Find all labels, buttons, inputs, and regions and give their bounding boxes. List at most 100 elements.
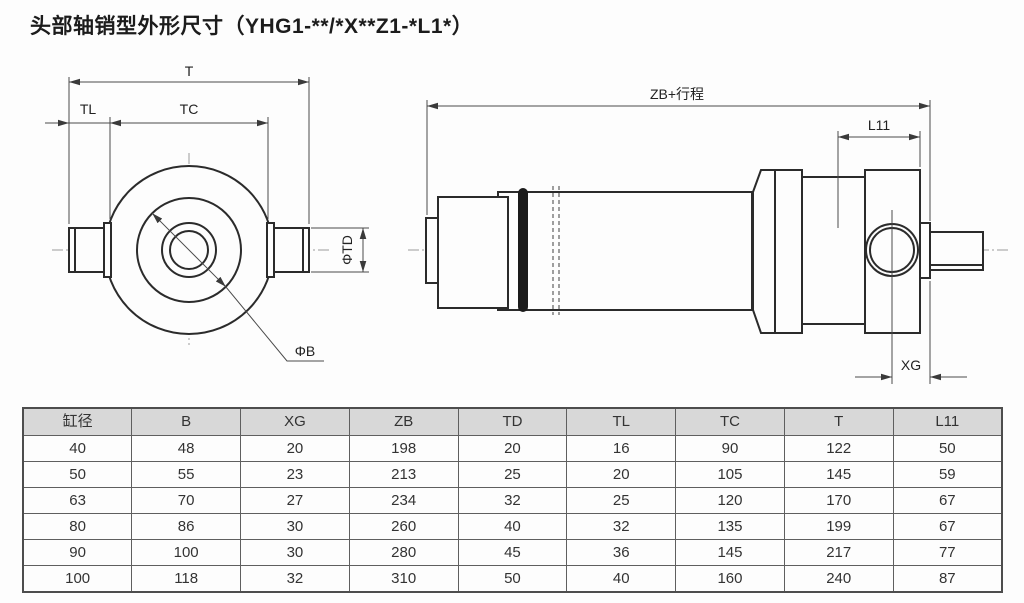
table-cell: 16 (566, 435, 677, 462)
table-cell: 27 (240, 487, 350, 514)
col-header-tc: TC (675, 407, 785, 436)
table-cell: 50 (892, 435, 1003, 462)
table-cell: 20 (566, 461, 677, 488)
table-cell: 118 (131, 565, 242, 593)
pin-hole (865, 210, 919, 384)
table-cell: 120 (675, 487, 785, 514)
dim-label-phi-b: ΦB (295, 343, 316, 359)
table-cell: 32 (457, 487, 568, 514)
table-cell: 198 (348, 435, 459, 462)
col-header-xg: XG (240, 407, 350, 436)
table-cell: 105 (675, 461, 785, 488)
table-cell: 90 (22, 539, 133, 566)
dimension-drawings: T TL TC ΦTD ΦB (45, 63, 1008, 384)
dim-phi-td: ΦTD (339, 228, 367, 272)
table-cell: 45 (457, 539, 568, 566)
table-cell: 145 (783, 461, 894, 488)
table-cell: 234 (348, 487, 459, 514)
front-view-drawing: T TL TC ΦTD ΦB (45, 63, 369, 362)
table-cell: 32 (566, 513, 677, 540)
table-cell: 122 (783, 435, 894, 462)
table-cell: 70 (131, 487, 242, 514)
col-header-b: B (131, 407, 242, 436)
table-row: 90 100 30 280 45 36 145 217 77 (22, 539, 1003, 566)
table-cell: 87 (892, 565, 1003, 593)
table-cell: 135 (675, 513, 785, 540)
dim-label-tc: TC (180, 101, 199, 117)
page-title: 头部轴销型外形尺寸（YHG1-**/*X**Z1-*L1*） (30, 15, 474, 38)
table-cell: 40 (457, 513, 568, 540)
right-pin (266, 222, 310, 278)
table-cell: 32 (240, 565, 350, 593)
table-cell: 25 (457, 461, 568, 488)
table-cell: 50 (457, 565, 568, 593)
dim-label-xg: XG (901, 357, 921, 373)
table-row: 100 118 32 310 50 40 160 240 87 (22, 565, 1003, 593)
table-cell: 40 (22, 435, 133, 462)
col-header-t: T (783, 407, 894, 436)
dim-zb-stroke: ZB+行程 (427, 86, 930, 110)
table-cell: 90 (675, 435, 785, 462)
dim-xg: XG (855, 357, 967, 381)
col-header-tl: TL (566, 407, 677, 436)
extension-lines-side (426, 100, 931, 384)
left-pin (68, 222, 112, 278)
table-row: 50 55 23 213 25 20 105 145 59 (22, 461, 1003, 488)
table-cell: 199 (783, 513, 894, 540)
dim-label-tl: TL (80, 101, 97, 117)
table-cell: 36 (566, 539, 677, 566)
dim-label-t: T (185, 63, 194, 79)
table-cell: 280 (348, 539, 459, 566)
rod-end-cap (425, 217, 439, 284)
table-cell: 160 (675, 565, 785, 593)
table-cell: 100 (22, 565, 133, 593)
table-cell: 20 (240, 435, 350, 462)
table-cell: 30 (240, 513, 350, 540)
table-row: 40 48 20 198 20 16 90 122 50 (22, 435, 1003, 462)
table-cell: 25 (566, 487, 677, 514)
side-view-drawing: ZB+行程 L11 XG (408, 86, 1008, 384)
table-cell: 55 (131, 461, 242, 488)
table-cell: 50 (22, 461, 133, 488)
extension-lines-front (68, 77, 369, 273)
head-collar (752, 169, 803, 334)
col-header-td: TD (457, 407, 568, 436)
cylinder-tube (497, 191, 753, 311)
table-cell: 23 (240, 461, 350, 488)
table-cell: 67 (892, 487, 1003, 514)
dim-phi-b: ΦB (151, 212, 324, 362)
table-cell: 67 (892, 513, 1003, 540)
table-cell: 240 (783, 565, 894, 593)
table-cell: 145 (675, 539, 785, 566)
weld-dashed-lines (552, 186, 560, 315)
table-cell: 48 (131, 435, 242, 462)
table-cell: 100 (131, 539, 242, 566)
table-row: 80 86 30 260 40 32 135 199 67 (22, 513, 1003, 540)
table-cell: 310 (348, 565, 459, 593)
col-header-l11: L11 (892, 407, 1003, 436)
dimensions-table: 缸径 B XG ZB TD TL TC T L11 40 48 20 198 (22, 407, 1003, 593)
table-row: 63 70 27 234 32 25 120 170 67 (22, 487, 1003, 514)
dim-tl-tc: TL TC (45, 101, 268, 127)
table-cell: 260 (348, 513, 459, 540)
head-mid-section (801, 176, 866, 325)
dim-label-l11: L11 (868, 117, 891, 133)
dim-t: T (69, 63, 309, 86)
dimensions-table-wrap: 缸径 B XG ZB TD TL TC T L11 40 48 20 198 (22, 407, 1003, 593)
table-cell: 80 (22, 513, 133, 540)
table-cell: 20 (457, 435, 568, 462)
table-cell: 213 (348, 461, 459, 488)
col-header-bore: 缸径 (22, 407, 133, 436)
dim-l11: L11 (838, 117, 920, 141)
table-cell: 59 (892, 461, 1003, 488)
table-cell: 170 (783, 487, 894, 514)
col-header-zb: ZB (348, 407, 459, 436)
seal-band (518, 188, 528, 312)
dim-label-phi-td: ΦTD (339, 235, 355, 265)
gland-block (437, 196, 509, 309)
head-pin (919, 222, 984, 279)
table-cell: 217 (783, 539, 894, 566)
table-cell: 30 (240, 539, 350, 566)
table-cell: 86 (131, 513, 242, 540)
